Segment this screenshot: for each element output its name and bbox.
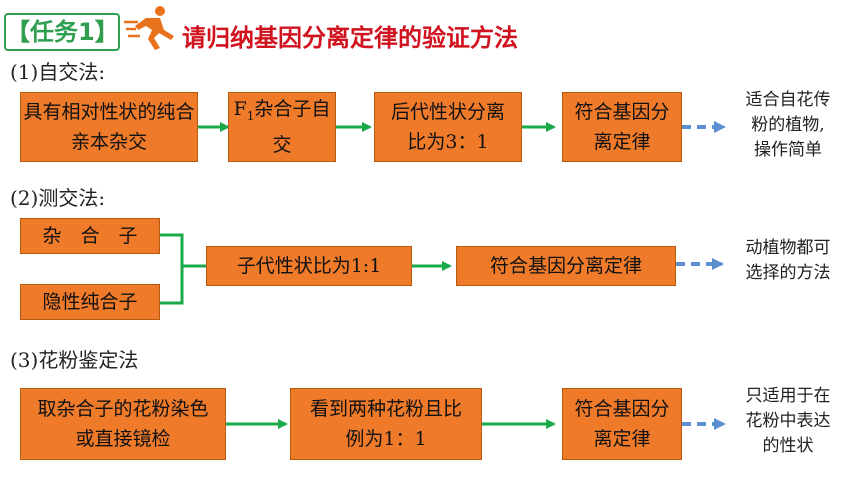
bracket bbox=[160, 233, 184, 305]
section-label-pollen: (3)花粉鉴定法 bbox=[10, 348, 139, 372]
note-testcross: 动植物都可 选择的方法 bbox=[745, 238, 831, 283]
step-box-f1: F1杂合子自交 bbox=[228, 92, 336, 162]
step-box: 看到两种花粉且比例为1：1 bbox=[290, 388, 482, 460]
page-title: 请归纳基因分离定律的验证方法 bbox=[182, 24, 518, 52]
section-label-selfing: (1)自交法: bbox=[10, 60, 106, 84]
section-label-testcross: (2)测交法: bbox=[10, 186, 106, 210]
conclusion-box: 符合基因分离定律 bbox=[562, 388, 682, 460]
input-box: 杂 合 子 bbox=[20, 218, 160, 254]
running-person-icon bbox=[124, 4, 182, 52]
conclusion-box: 符合基因分离定律 bbox=[456, 246, 676, 286]
task-tag: 【任务1】 bbox=[4, 13, 120, 51]
note-pollen: 只适用于在 花粉中表达 的性状 bbox=[745, 386, 831, 456]
step-box: 后代性状分离比为3：1 bbox=[374, 92, 522, 162]
conclusion-box: 符合基因分离定律 bbox=[562, 92, 682, 162]
input-box: 隐性纯合子 bbox=[20, 284, 160, 320]
step-box: 具有相对性状的纯合亲本杂交 bbox=[20, 92, 198, 162]
step-text: F1杂合子自交 bbox=[233, 97, 331, 157]
note-selfing: 适合自花传 粉的植物, 操作简单 bbox=[745, 90, 831, 160]
step-box: 取杂合子的花粉染色或直接镜检 bbox=[20, 388, 226, 460]
result-box: 子代性状比为1:1 bbox=[206, 246, 412, 286]
